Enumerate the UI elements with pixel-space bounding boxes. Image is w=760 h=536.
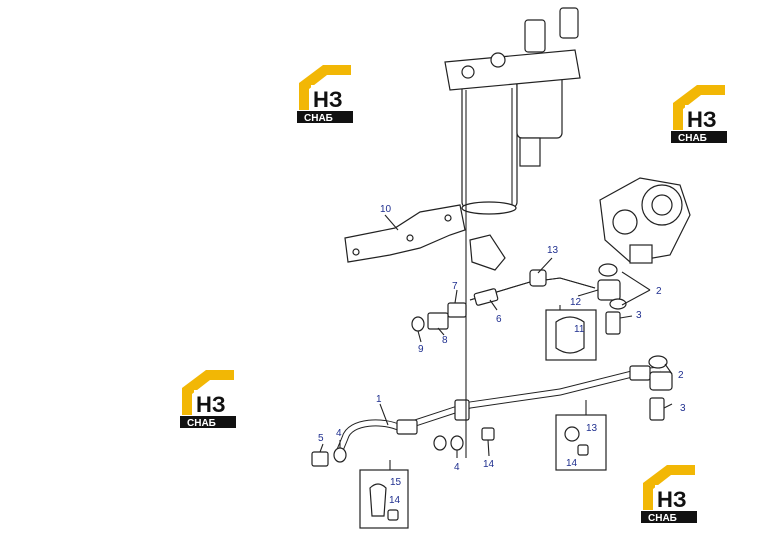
watermark-logo-3: НЗ СНАБ xyxy=(180,370,236,429)
leader-lines xyxy=(319,214,673,458)
logo-small-text: СНАБ xyxy=(648,513,677,524)
fuel-filter-assembly xyxy=(444,7,581,215)
callout-4-lower: 4 xyxy=(454,462,460,473)
banjo-fitting-upper xyxy=(597,263,627,335)
logo-small-text: СНАБ xyxy=(187,418,216,429)
callout-9: 9 xyxy=(418,344,424,355)
callout-14-box: 14 xyxy=(389,495,401,506)
detail-box-13-14 xyxy=(555,400,607,471)
detail-box-11 xyxy=(545,305,597,361)
washers-bolts xyxy=(311,427,495,467)
callout-12: 12 xyxy=(570,297,582,308)
callout-15: 15 xyxy=(390,477,402,488)
callout-2-lower: 2 xyxy=(678,370,684,381)
callout-2: 2 xyxy=(656,286,662,297)
watermark-logo-4: НЗ СНАБ xyxy=(641,465,697,524)
callout-3: 3 xyxy=(636,310,642,321)
detail-box-15-14 xyxy=(359,460,409,529)
logo-big-text: НЗ xyxy=(313,87,343,112)
callout-13: 13 xyxy=(547,245,559,256)
callout-6: 6 xyxy=(496,314,502,325)
logo-big-text: НЗ xyxy=(687,107,717,132)
callout-11: 11 xyxy=(574,324,585,335)
callout-numbers: 10 13 7 2 12 3 6 8 9 11 2 1 3 13 4 5 14 … xyxy=(318,204,686,506)
callout-5: 5 xyxy=(318,433,324,444)
logo-big-text: НЗ xyxy=(657,487,687,512)
bracket xyxy=(344,204,506,271)
callout-8: 8 xyxy=(442,335,448,346)
fuel-pump xyxy=(599,177,691,264)
callout-13-detail: 13 xyxy=(586,423,598,434)
callout-14: 14 xyxy=(483,459,495,470)
callout-3-lower: 3 xyxy=(680,403,686,414)
logo-big-text: НЗ xyxy=(196,392,226,417)
callout-14-detail: 14 xyxy=(566,458,578,469)
callout-10: 10 xyxy=(380,204,392,215)
banjo-fitting-lower xyxy=(648,355,673,421)
callout-7: 7 xyxy=(452,281,458,292)
logo-small-text: СНАБ xyxy=(304,113,333,124)
logo-small-text: СНАБ xyxy=(678,133,707,144)
fuel-pipe-lower xyxy=(336,205,661,458)
watermark-logo-1: НЗ СНАБ xyxy=(297,65,353,124)
callout-1: 1 xyxy=(376,394,382,405)
union-fittings xyxy=(411,302,467,332)
callout-4: 4 xyxy=(336,428,342,439)
fuel-pipe-upper xyxy=(469,269,596,306)
watermark-logo-2: НЗ СНАБ xyxy=(671,85,727,144)
